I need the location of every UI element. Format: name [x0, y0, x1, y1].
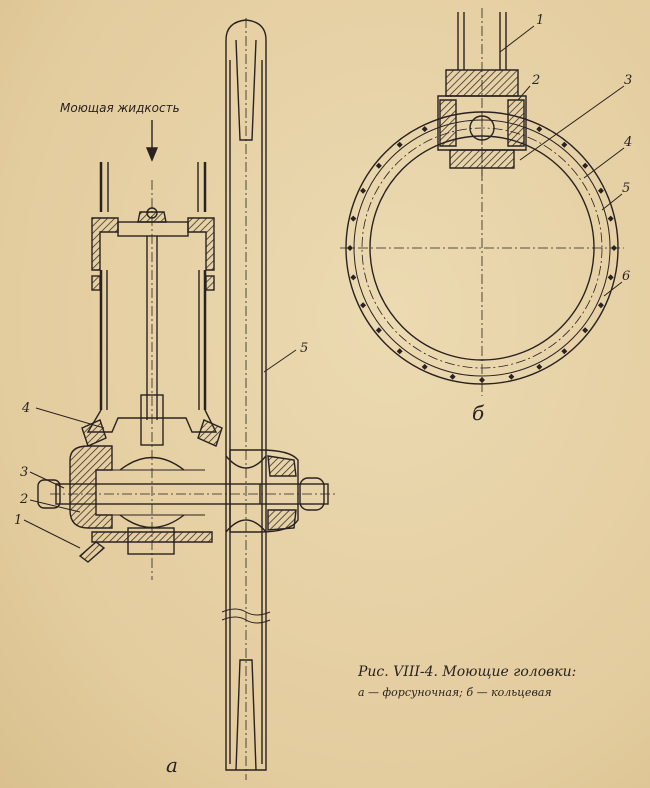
nozzle-stud	[561, 141, 568, 148]
fig-b-part-1: 1	[536, 13, 544, 28]
nozzle-stud	[561, 348, 568, 355]
fig-b-part-5: 5	[622, 181, 630, 196]
nozzle-stud	[536, 363, 543, 370]
fig-b-part-2: 2	[531, 73, 540, 88]
fig-b-leaders	[499, 25, 625, 297]
nozzle-stud	[607, 274, 614, 281]
nozzle-stud	[347, 245, 353, 251]
nozzle-stud	[508, 373, 515, 380]
nozzle-stud	[449, 373, 456, 380]
nozzle-stud	[607, 215, 614, 222]
fig-b-part-4: 4	[623, 135, 632, 150]
fig-a-drawing	[37, 18, 335, 780]
nozzle-stud	[597, 187, 604, 194]
nozzle-stud	[396, 141, 403, 148]
nozzle-stud	[421, 363, 428, 370]
caption-subtitle: а — форсуночная; б — кольцевая	[358, 686, 552, 699]
nozzle-stud	[582, 327, 589, 334]
fig-a-letter: a	[166, 753, 178, 777]
nozzle-stud	[360, 187, 367, 194]
flow-label: Моющая жидкость	[60, 101, 180, 115]
nozzle-stud	[582, 162, 589, 169]
nozzle-stud	[350, 274, 357, 281]
nozzle-stud	[597, 302, 604, 309]
fig-b-part-3: 3	[624, 73, 632, 88]
caption-title: Рис. VIII-4. Моющие головки:	[357, 664, 576, 680]
nozzle-stud	[479, 377, 485, 383]
fig-a-leaders	[23, 349, 297, 549]
nozzle-stud	[536, 126, 543, 133]
nozzle-stud	[360, 302, 367, 309]
nozzle-stud	[350, 215, 357, 222]
fig-a-part-3: 3	[20, 465, 28, 480]
nozzle-stud	[396, 348, 403, 355]
nozzle-stud	[375, 162, 382, 169]
nozzle-stud	[375, 327, 382, 334]
nozzle-stud	[421, 126, 428, 133]
fig-b-drawing	[340, 8, 624, 396]
fig-a-part-1: 1	[14, 513, 22, 528]
fig-b-letter: б	[472, 401, 485, 425]
nozzle-stud	[611, 245, 617, 251]
fig-a-part-4: 4	[21, 401, 30, 416]
fig-b-part-6: 6	[622, 269, 630, 284]
ring-nozzles	[347, 126, 617, 383]
fig-a-part-5: 5	[300, 341, 308, 356]
fig-a-part-2: 2	[19, 492, 28, 507]
